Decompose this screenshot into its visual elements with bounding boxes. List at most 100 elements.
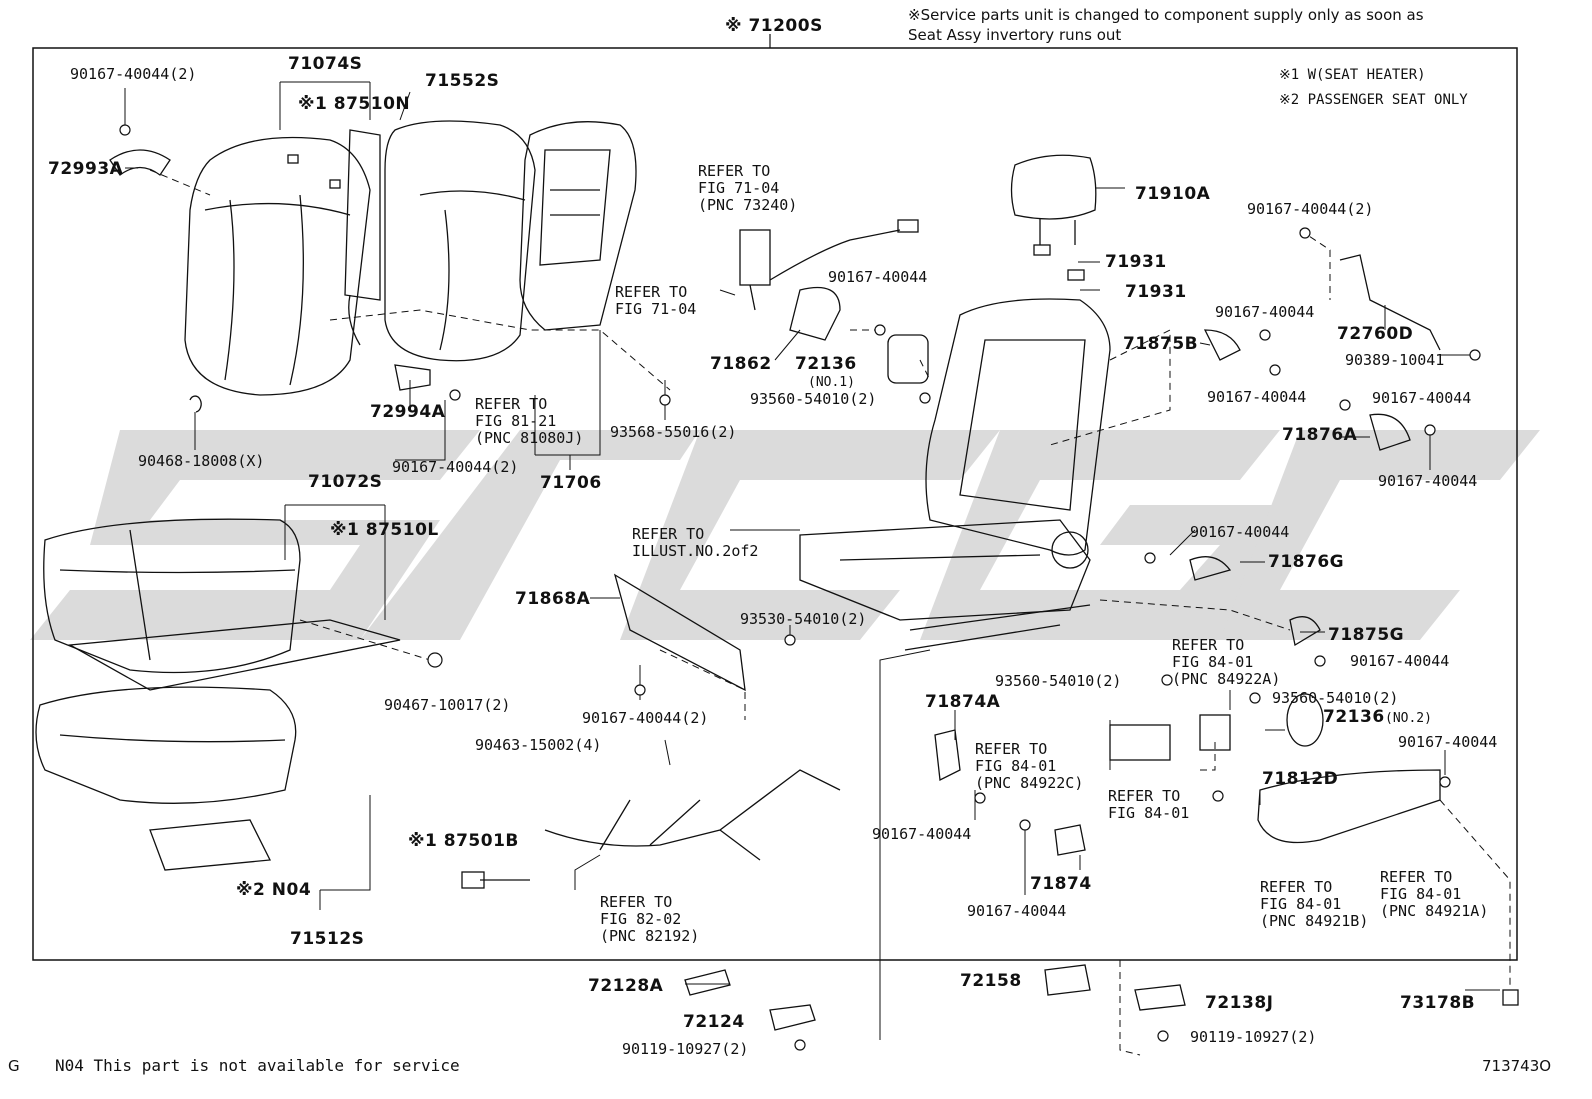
refer-fig-81-21-line3[interactable]: (PNC 81080J)	[475, 429, 584, 447]
refer-fig-84-01-921b-line2[interactable]: FIG 84-01	[1260, 895, 1342, 913]
part-72136-no1[interactable]: 72136	[795, 354, 857, 374]
part-87510n[interactable]: ※1 87510N	[298, 94, 411, 114]
part-72138j[interactable]: 72138J	[1205, 993, 1274, 1013]
part-90167-40044-2-868[interactable]: 90167-40044(2)	[582, 709, 709, 727]
bracket-71862-drawing	[789, 286, 841, 341]
part-71875b[interactable]: 71875B	[1123, 334, 1199, 354]
part-72128a[interactable]: 72128A	[588, 976, 664, 996]
part-90119-10927-2-b[interactable]: 90119-10927(2)	[1190, 1028, 1317, 1046]
refer-fig-84-01-line1[interactable]: REFER TO	[1108, 787, 1181, 805]
part-72136-no2[interactable]: 72136	[1323, 707, 1385, 727]
refer-fig-82-02-line2[interactable]: FIG 82-02	[600, 910, 682, 928]
service-note-line2: Seat Assy invertory runs out	[908, 26, 1122, 44]
cushion-heater-drawing	[67, 619, 401, 691]
part-90167-40044-874a[interactable]: 90167-40044	[872, 825, 972, 843]
refer-fig-71-04-line2[interactable]: FIG 71-04	[615, 300, 697, 318]
refer-fig-71-04-line1[interactable]: REFER TO	[615, 283, 688, 301]
part-90167-40044-812[interactable]: 90167-40044	[1398, 733, 1498, 751]
clip-90468-drawing	[189, 395, 202, 413]
part-71812d[interactable]: 71812D	[1262, 769, 1339, 789]
refer-fig-71-04-pnc-line1[interactable]: REFER TO	[698, 162, 771, 180]
refer-fig-84-01-922c-line2[interactable]: FIG 84-01	[975, 757, 1057, 775]
part-71862[interactable]: 71862	[710, 354, 772, 374]
part-90167-40044-2-topright[interactable]: 90167-40044(2)	[1247, 200, 1374, 218]
part-71931-a[interactable]: 71931	[1105, 252, 1167, 272]
refer-illust-line1[interactable]: REFER TO	[632, 525, 705, 543]
part-93560-54010-2-c[interactable]: 93560-54010(2)	[1272, 689, 1399, 707]
headrest-drawing	[1010, 154, 1097, 281]
part-71512s[interactable]: 71512S	[290, 929, 365, 949]
part-71910a[interactable]: 71910A	[1135, 184, 1211, 204]
part-72124[interactable]: 72124	[683, 1012, 745, 1032]
part-n04[interactable]: ※2 N04	[236, 880, 312, 900]
part-93568-55016[interactable]: 93568-55016(2)	[610, 423, 737, 441]
part-90468-18008[interactable]: 90468-18008(X)	[138, 452, 265, 470]
part-90167-40044-876g[interactable]: 90167-40044	[1190, 523, 1290, 541]
refer-fig-84-01-921a-line1[interactable]: REFER TO	[1380, 868, 1453, 886]
part-90167-40044-874[interactable]: 90167-40044	[967, 902, 1067, 920]
part-90167-40044-875g[interactable]: 90167-40044	[1350, 652, 1450, 670]
part-87501b[interactable]: ※1 87501B	[408, 831, 519, 851]
bracket-71874a-drawing	[934, 729, 961, 781]
part-71074s[interactable]: 71074S	[288, 54, 363, 74]
part-90389-10041[interactable]: 90389-10041	[1345, 351, 1445, 369]
part-90167-40044-2-mid[interactable]: 90167-40044(2)	[392, 458, 519, 476]
part-93560-54010-2-a[interactable]: 93560-54010(2)	[750, 390, 877, 408]
part-71874[interactable]: 71874	[1030, 874, 1092, 894]
part-90167-40044-2-topleft[interactable]: 90167-40044(2)	[70, 65, 197, 83]
part-93560-54010-2-b[interactable]: 93560-54010(2)	[995, 672, 1122, 690]
part-71875g[interactable]: 71875G	[1328, 625, 1405, 645]
part-72760d[interactable]: 72760D	[1337, 324, 1414, 344]
part-90119-10927-2-a[interactable]: 90119-10927(2)	[622, 1040, 749, 1058]
part-72158[interactable]: 72158	[960, 971, 1022, 991]
refer-fig-81-21-line2[interactable]: FIG 81-21	[475, 412, 557, 430]
refer-fig-84-01-921b-line1[interactable]: REFER TO	[1260, 878, 1333, 896]
part-90167-40044-r4[interactable]: 90167-40044	[1378, 472, 1478, 490]
part-72994a[interactable]: 72994A	[370, 402, 446, 422]
cover-72994a-drawing	[394, 364, 431, 391]
refer-fig-84-01-922c-line3[interactable]: (PNC 84922C)	[975, 774, 1084, 792]
n04-pad-drawing	[149, 819, 272, 871]
part-72136-no2-sub: (NO.2)	[1385, 711, 1432, 726]
refer-fig-84-01-921a-line2[interactable]: FIG 84-01	[1380, 885, 1462, 903]
refer-fig-84-01-922a-line2[interactable]: FIG 84-01	[1172, 653, 1254, 671]
refer-fig-82-02-line1[interactable]: REFER TO	[600, 893, 673, 911]
part-90167-40044-r1[interactable]: 90167-40044	[1215, 303, 1315, 321]
part-90167-40044-r2[interactable]: 90167-40044	[1207, 388, 1307, 406]
part-71876g[interactable]: 71876G	[1268, 552, 1345, 572]
part-90467-10017[interactable]: 90467-10017(2)	[384, 696, 511, 714]
refer-fig-81-21-line1[interactable]: REFER TO	[475, 395, 548, 413]
part-71868a[interactable]: 71868A	[515, 589, 591, 609]
refer-fig-71-04-pnc-line2[interactable]: FIG 71-04	[698, 179, 780, 197]
refer-fig-84-01-922a-line3[interactable]: (PNC 84922A)	[1172, 670, 1281, 688]
part-71706[interactable]: 71706	[540, 473, 602, 493]
refer-fig-84-01-922c-line1[interactable]: REFER TO	[975, 740, 1048, 758]
part-90167-40044-r3[interactable]: 90167-40044	[1372, 389, 1472, 407]
part-71874a[interactable]: 71874A	[925, 692, 1001, 712]
service-note-line1: ※Service parts unit is changed to compon…	[908, 6, 1424, 24]
part-93530-54010[interactable]: 93530-54010(2)	[740, 610, 867, 628]
refer-fig-84-01-921b-line3[interactable]: (PNC 84921B)	[1260, 912, 1369, 930]
part-73178b[interactable]: 73178B	[1400, 993, 1476, 1013]
part-71931-b[interactable]: 71931	[1125, 282, 1187, 302]
part-72993a[interactable]: 72993A	[48, 159, 124, 179]
refer-fig-82-02-line3[interactable]: (PNC 82192)	[600, 927, 700, 945]
assembly-number[interactable]: ※ 71200S	[725, 16, 823, 36]
seat-back-frame-drawing	[519, 121, 637, 331]
part-71552s[interactable]: 71552S	[425, 71, 500, 91]
footer-availability-note: N04 This part is not available for servi…	[55, 1056, 460, 1075]
refer-fig-84-01-921a-line3[interactable]: (PNC 84921A)	[1380, 902, 1489, 920]
side-panel-71868a-drawing	[613, 573, 746, 692]
refer-fig-84-01-line2[interactable]: FIG 84-01	[1108, 804, 1190, 822]
part-90167-40044-belt[interactable]: 90167-40044	[828, 268, 928, 286]
part-90463-15002[interactable]: 90463-15002(4)	[475, 736, 602, 754]
refer-illust-line2[interactable]: ILLUST.NO.2of2	[632, 542, 759, 560]
refer-fig-71-04-pnc-line3[interactable]: (PNC 73240)	[698, 196, 798, 214]
refer-fig-84-01-922a-line1[interactable]: REFER TO	[1172, 636, 1245, 654]
part-71072s[interactable]: 71072S	[308, 472, 383, 492]
part-87510l[interactable]: ※1 87510L	[330, 520, 439, 540]
part-72158-drawing	[1044, 964, 1091, 996]
seat-frame-drawing	[799, 298, 1111, 651]
part-71876a[interactable]: 71876A	[1282, 425, 1358, 445]
